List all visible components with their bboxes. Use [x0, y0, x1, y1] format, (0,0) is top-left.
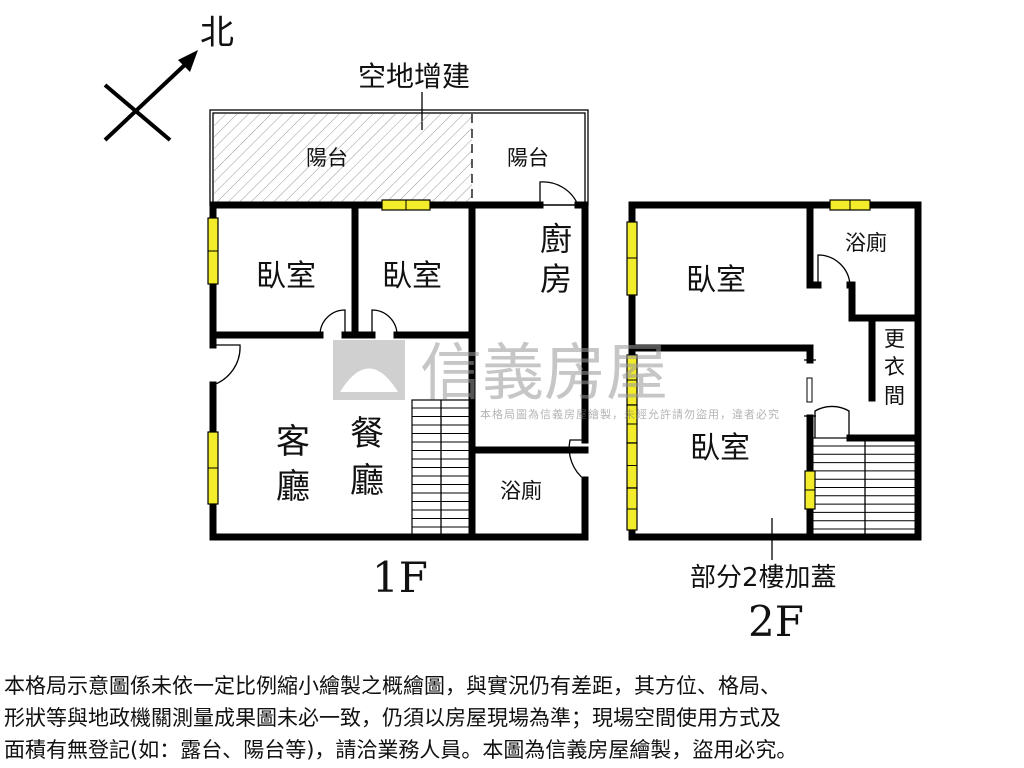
room-label-closet: 衣 — [884, 355, 905, 379]
door-icon — [817, 254, 851, 286]
floor-1-plan: 陽台 陽台 臥室 臥室 廚 房 客 廳 餐 廳 浴廁 1F — [207, 109, 589, 602]
partial-addition-label: 部分2樓加蓋 — [690, 563, 837, 593]
compass-cross-line — [103, 83, 172, 142]
north-label: 北 — [200, 13, 234, 53]
watermark-notice: 本格局圖為信義房屋繪製，未經允許請勿盜用，違者必究 — [480, 407, 780, 421]
vacant-addition-label: 空地增建 — [358, 60, 470, 93]
floor-label-1f: 1F — [372, 553, 428, 602]
room-label-dining: 廳 — [350, 461, 384, 501]
door-icon — [371, 309, 398, 336]
floor-plan-diagram: 北 空地增建 陽台 陽台 臥室 臥室 廚 房 客 廳 — [103, 13, 922, 646]
door-icon — [212, 344, 241, 386]
north-arrow-icon — [178, 50, 198, 72]
door-icon — [539, 181, 579, 206]
room-label-bedroom: 臥室 — [690, 431, 750, 466]
disclaimer-line: 面積有無登記(如：露台、陽台等)，請洽業務人員。本圖為信義房屋繪製，盜用必究。 — [4, 738, 798, 762]
watermark-brand: 信義房屋 — [420, 336, 668, 409]
room-label-bedroom: 臥室 — [686, 263, 746, 298]
room-label-closet: 更 — [884, 327, 905, 351]
room-label-living: 客 — [276, 422, 310, 462]
hatched-addition-area — [214, 114, 472, 204]
stairs-2f — [811, 437, 919, 538]
stairs-1f — [411, 399, 473, 536]
door-icon — [568, 439, 586, 481]
room-label-kitchen: 房 — [540, 260, 572, 298]
door-icon — [319, 309, 346, 336]
floor-1-interior-walls — [209, 201, 589, 541]
room-label-living: 廳 — [276, 467, 310, 507]
floor-2-interior-walls — [628, 201, 922, 541]
room-label-balcony: 陽台 — [507, 146, 549, 170]
door-icon — [814, 405, 850, 438]
compass-arrow-line — [103, 58, 192, 142]
room-label-bathroom: 浴廁 — [500, 479, 542, 503]
room-label-bathroom: 浴廁 — [845, 231, 887, 255]
disclaimer-line: 形狀等與地政機關測量成果圖未必一致，仍須以房屋現場為準；現場空間使用方式及 — [4, 706, 781, 730]
room-label-bedroom: 臥室 — [256, 259, 316, 294]
room-label-dining: 餐 — [350, 414, 384, 454]
floor-2-plan: 臥室 臥室 浴廁 更 衣 間 部分2樓加蓋 2F — [626, 199, 922, 646]
floor-label-2f: 2F — [748, 597, 804, 646]
room-label-closet: 間 — [884, 384, 905, 408]
disclaimer-line: 本格局示意圖係未依一定比例縮小繪製之概繪圖，與實況仍有差距，其方位、格局、 — [4, 674, 781, 698]
floor-1-outer-wall — [209, 201, 589, 541]
watermark: 信義房屋 本格局圖為信義房屋繪製，未經允許請勿盜用，違者必究 — [333, 336, 780, 421]
sliding-door-icon — [806, 377, 813, 403]
disclaimer: 本格局示意圖係未依一定比例縮小繪製之概繪圖，與實況仍有差距，其方位、格局、 形狀… — [4, 670, 1024, 766]
compass: 北 — [103, 13, 234, 142]
room-label-kitchen: 廚 — [540, 220, 572, 258]
room-label-bedroom: 臥室 — [382, 259, 442, 294]
room-label-balcony: 陽台 — [306, 146, 348, 170]
